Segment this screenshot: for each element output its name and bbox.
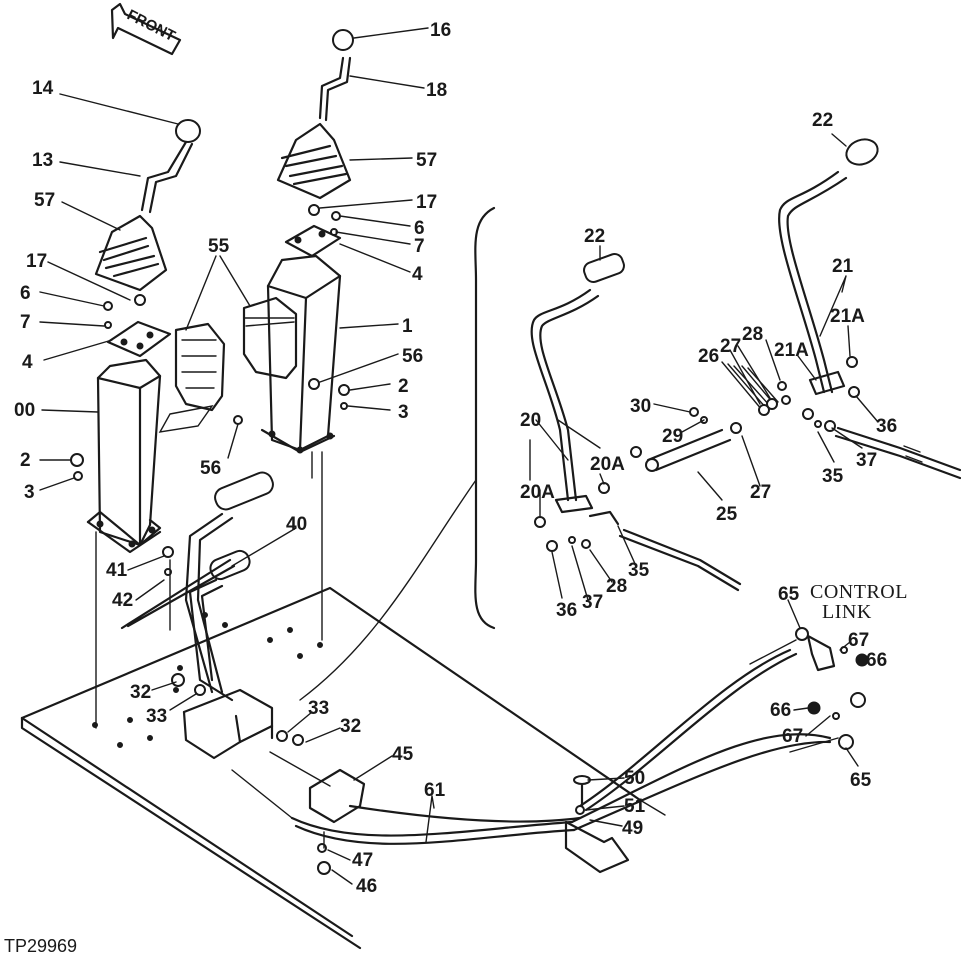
floor-plate — [20, 586, 666, 950]
callout-36-inset-left: 36 — [556, 600, 577, 621]
figure-id: TP29969 — [4, 936, 77, 956]
callout-00: 00 — [14, 400, 35, 421]
cover-55 — [158, 296, 298, 433]
callout-labels: 14 13 57 17 6 7 4 00 2 3 55 56 16 18 57 … — [14, 20, 897, 897]
callout-41: 41 — [106, 560, 128, 581]
callout-16: 16 — [430, 20, 451, 41]
callout-20: 20 — [520, 410, 541, 431]
callout-7-right: 7 — [414, 236, 425, 257]
callout-30: 30 — [630, 396, 651, 417]
callout-2-left: 2 — [20, 450, 31, 471]
knob-14 — [175, 119, 201, 143]
callout-50: 50 — [624, 768, 645, 789]
callout-66-lower: 66 — [770, 700, 791, 721]
callout-49: 49 — [622, 818, 643, 839]
callout-6-right: 6 — [414, 218, 425, 239]
callout-57-left: 57 — [34, 190, 55, 211]
callout-13: 13 — [32, 150, 53, 171]
callout-28-inset-left: 28 — [606, 576, 627, 597]
callout-21A-lower: 21A — [774, 340, 809, 361]
callout-56-right: 56 — [402, 346, 423, 367]
callout-67-upper: 67 — [848, 630, 869, 651]
callout-29: 29 — [662, 426, 683, 447]
callout-1: 1 — [402, 316, 413, 337]
callout-67-lower: 67 — [782, 726, 803, 747]
callout-35-inset-right: 35 — [822, 466, 844, 487]
callout-22-inset-right: 22 — [812, 110, 833, 131]
callout-32-right: 32 — [340, 716, 361, 737]
callout-17-left: 17 — [26, 251, 47, 272]
callout-33-left: 33 — [146, 706, 167, 727]
right-control-lever-assembly — [260, 29, 354, 454]
leader-lines — [39, 27, 879, 885]
callout-25: 25 — [716, 504, 738, 525]
callout-65-lower: 65 — [850, 770, 872, 791]
callout-3-right: 3 — [398, 402, 409, 423]
pivot-bracket — [564, 775, 630, 874]
callout-21A-upper: 21A — [830, 306, 865, 327]
callout-3-left: 3 — [24, 482, 35, 503]
callout-47: 47 — [352, 850, 373, 871]
control-link-caption-line2: LINK — [822, 601, 872, 623]
callout-22-inset-left: 22 — [584, 226, 605, 247]
front-arrow: FRONT — [110, 2, 182, 56]
callout-27-upper: 27 — [720, 336, 741, 357]
callout-27-lower: 27 — [750, 482, 771, 503]
callout-4-right: 4 — [412, 264, 423, 285]
control-link — [749, 627, 869, 753]
callout-33-right: 33 — [308, 698, 329, 719]
callout-28-inset-right: 28 — [742, 324, 763, 345]
callout-57-right: 57 — [416, 150, 437, 171]
callout-61: 61 — [424, 780, 446, 801]
callout-65-upper: 65 — [778, 584, 800, 605]
callout-20A-right: 20A — [590, 454, 625, 475]
callout-17-right: 17 — [416, 192, 437, 213]
callout-55: 55 — [208, 236, 230, 257]
callout-7-left: 7 — [20, 312, 31, 333]
callout-21: 21 — [832, 256, 854, 277]
left-control-lever-assembly — [70, 119, 323, 729]
callout-46: 46 — [356, 876, 377, 897]
cable-bracket-and-cables — [231, 648, 832, 875]
callout-36-inset-right: 36 — [876, 416, 897, 437]
callout-56-left: 56 — [200, 458, 221, 479]
knob-16 — [332, 29, 354, 51]
callout-66-upper: 66 — [866, 650, 887, 671]
control-link-caption-line1: CONTROL — [810, 581, 908, 603]
callout-37-inset-right: 37 — [856, 450, 877, 471]
callout-32-left: 32 — [130, 682, 151, 703]
callout-14: 14 — [32, 78, 54, 99]
callout-45: 45 — [392, 744, 414, 765]
callout-42: 42 — [112, 590, 133, 611]
callout-26: 26 — [698, 346, 719, 367]
callout-4-left: 4 — [22, 352, 33, 373]
front-arrow-label: FRONT — [124, 6, 178, 45]
callout-51: 51 — [624, 796, 646, 817]
callout-20A-left: 20A — [520, 482, 555, 503]
callout-37-inset-left: 37 — [582, 592, 603, 613]
callout-40: 40 — [286, 514, 307, 535]
callout-18: 18 — [426, 80, 447, 101]
callout-6-left: 6 — [20, 283, 31, 304]
callout-2-right: 2 — [398, 376, 409, 397]
callout-35-inset-left: 35 — [628, 560, 650, 581]
